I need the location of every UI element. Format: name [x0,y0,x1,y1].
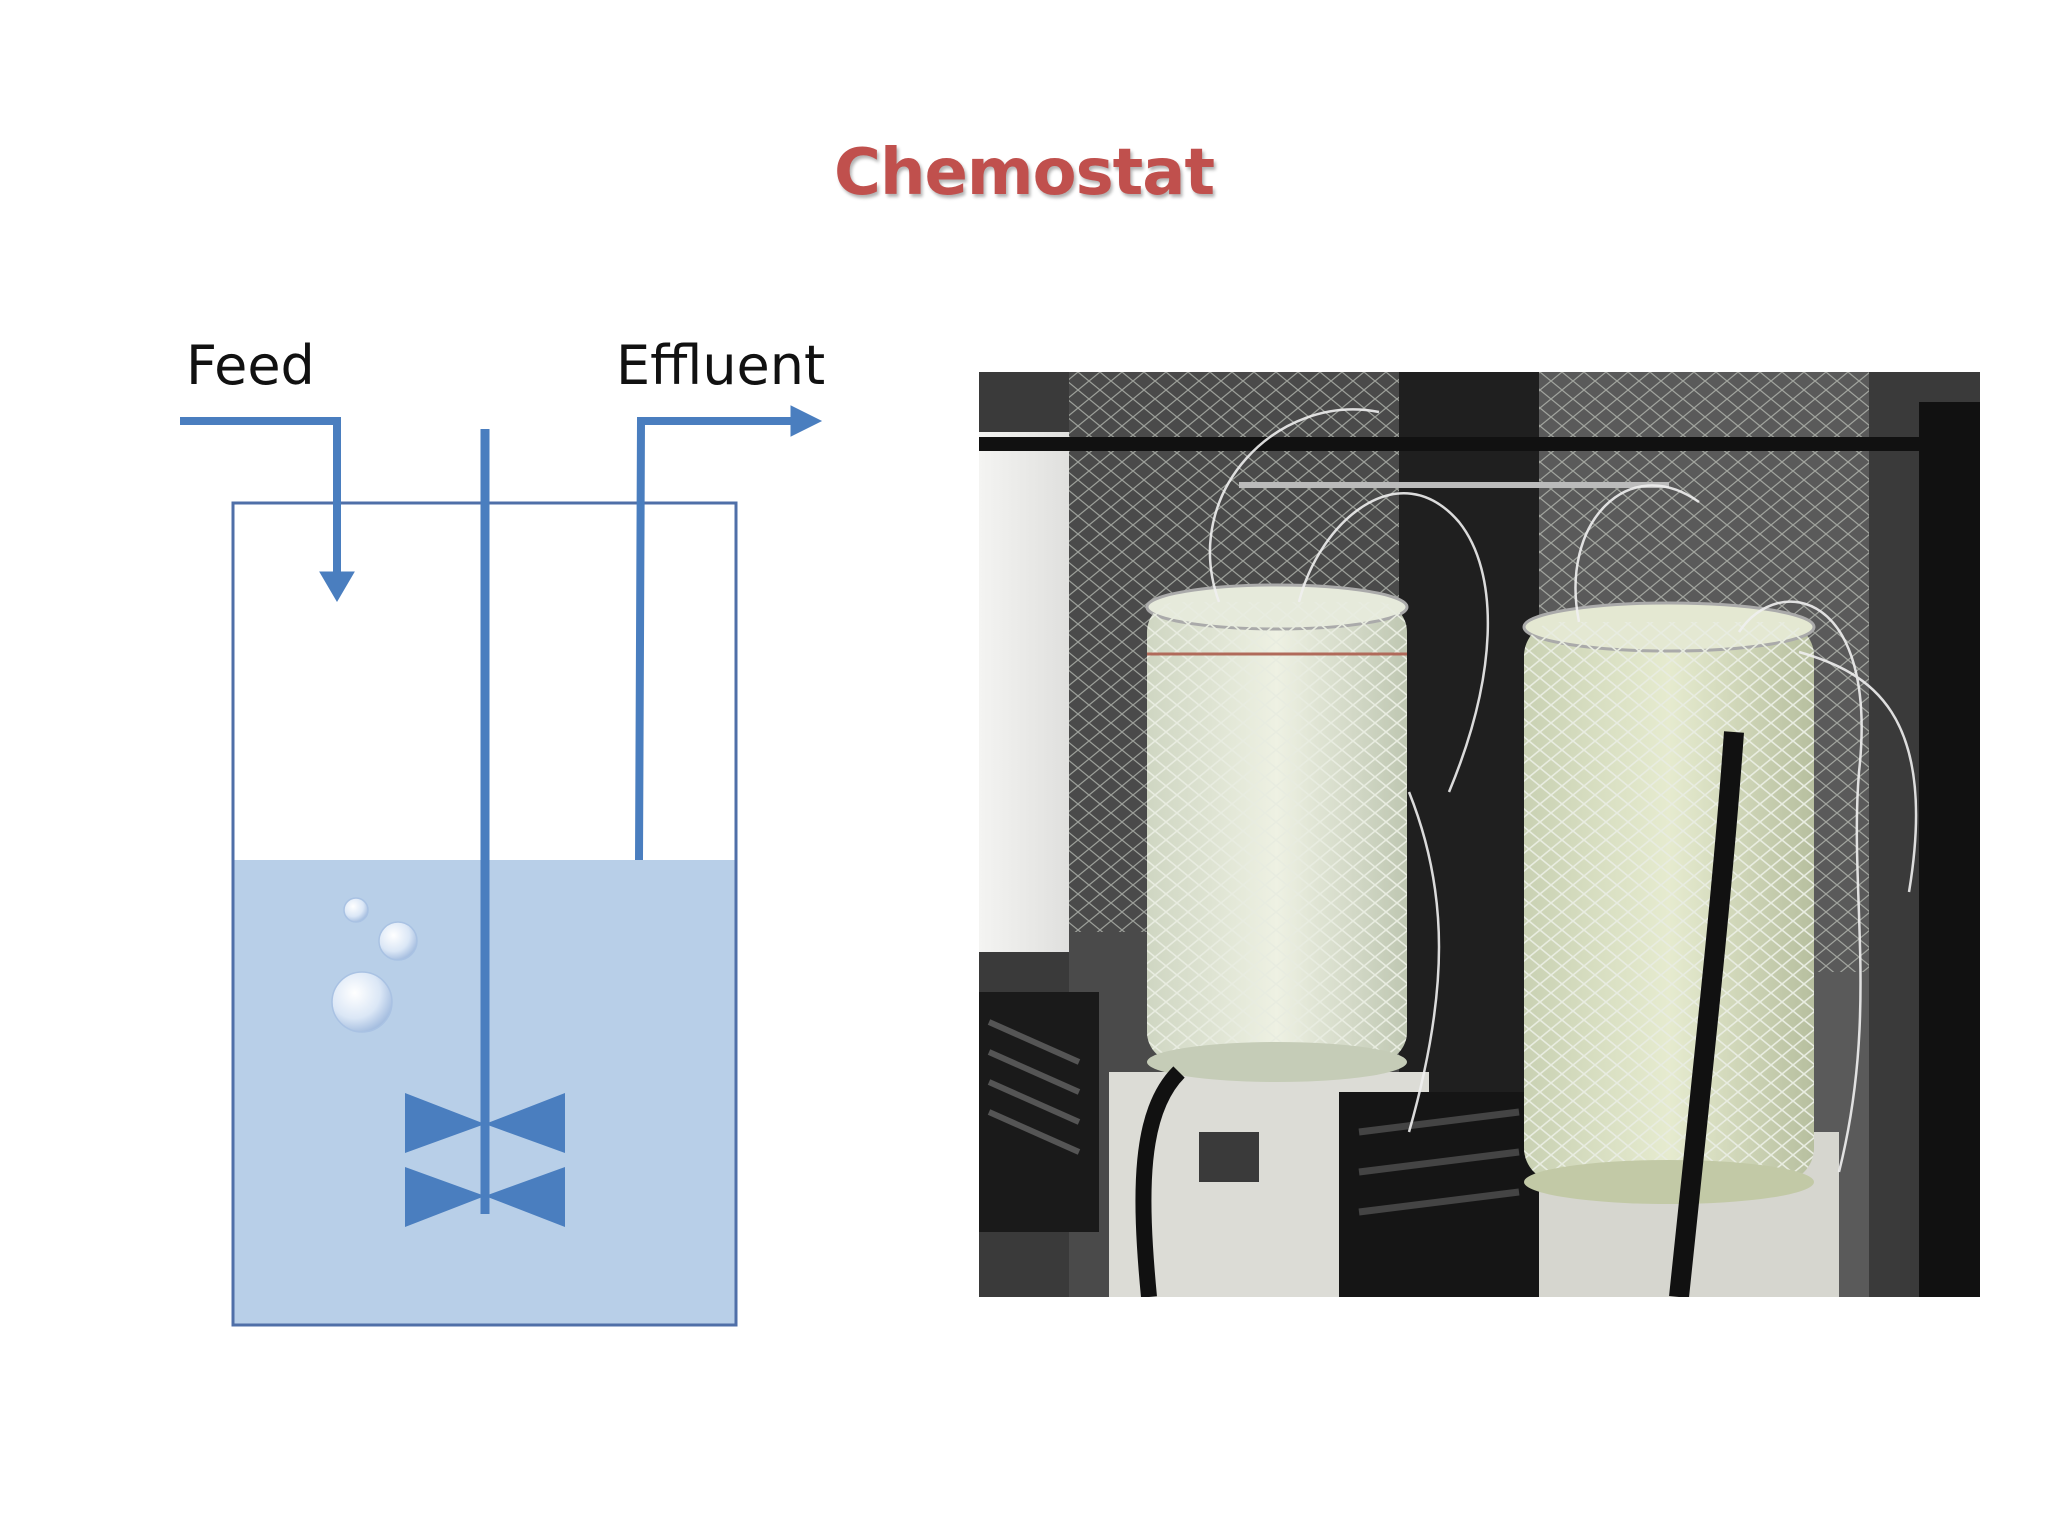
bubble-large [331,971,393,1033]
effluent-arrow [635,405,823,861]
chemostat-photo [979,372,1980,1297]
effluent-label: Effluent [616,334,825,397]
feed-arrow [180,417,355,602]
bubble-medium [378,921,418,961]
bubble-small [343,897,369,923]
feed-label: Feed [186,334,315,397]
slide-title: Chemostat [833,136,1215,210]
impeller-icon [405,1093,565,1227]
